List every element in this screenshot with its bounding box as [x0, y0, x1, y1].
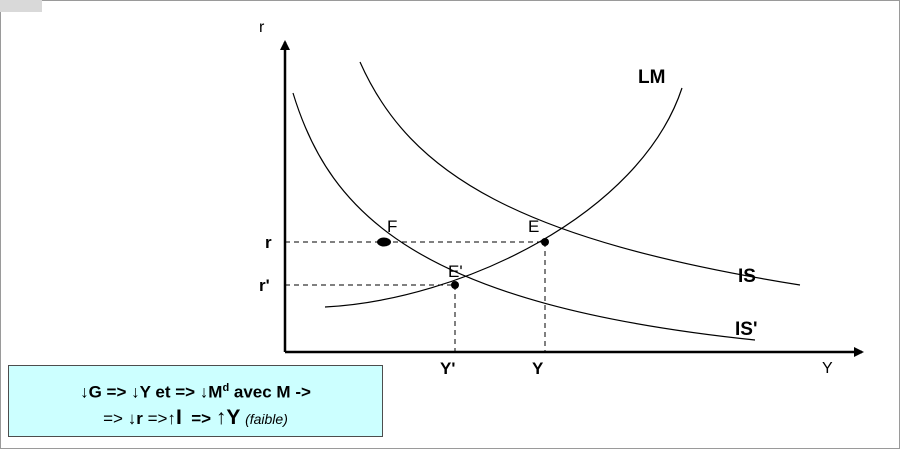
- tick-r-prime: r': [259, 276, 270, 295]
- point-f-label: F: [387, 217, 397, 236]
- caption-r: r: [136, 408, 143, 428]
- caption-superscript: d: [222, 382, 230, 394]
- caption-i: I: [175, 405, 182, 429]
- is-prime-curve: [292, 92, 756, 341]
- point-e-marker: [541, 238, 549, 246]
- point-e-prime-label: E': [448, 262, 463, 281]
- is-curve: [359, 61, 801, 286]
- is-prime-label: IS': [735, 319, 757, 340]
- caption-line-1: ↓G => ↓Y et => ↓Md avec M ->: [9, 376, 382, 405]
- tick-r: r: [265, 233, 272, 252]
- caption-line-2: => ↓r =>↑I => ↑Y (faible): [9, 405, 382, 432]
- caption-up-y: ↑Y: [215, 405, 241, 429]
- y-axis-label: r: [259, 19, 265, 36]
- is-label: IS: [738, 266, 756, 287]
- point-e-label: E: [528, 217, 539, 236]
- point-e-prime-marker: [451, 281, 459, 289]
- caption-arrow-up-1: =>↑: [142, 408, 176, 428]
- tick-y-prime: Y': [440, 359, 455, 378]
- caption-implies: =>: [181, 408, 216, 428]
- caption-faible: (faible): [245, 410, 288, 427]
- caption-box: ↓G => ↓Y et => ↓Md avec M -> => ↓r =>↑I …: [8, 365, 383, 437]
- caption-line-1-main: ↓G => ↓Y et => ↓M: [80, 382, 223, 402]
- caption-line-1-end: avec M ->: [229, 382, 311, 402]
- x-axis-label: Y: [822, 360, 833, 377]
- point-f-marker: [377, 237, 391, 247]
- tick-y: Y: [532, 359, 544, 378]
- corner-tab: [0, 0, 42, 12]
- lm-curve: [324, 87, 683, 308]
- caption-line-2-start: => ↓: [103, 408, 137, 428]
- lm-label: LM: [638, 67, 665, 88]
